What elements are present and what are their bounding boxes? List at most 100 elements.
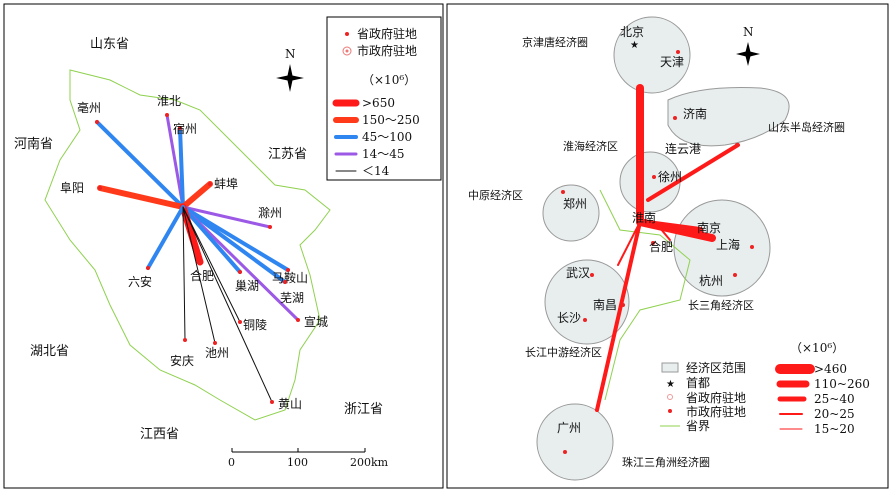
city-marker (283, 280, 287, 284)
city-seat-icon (668, 409, 672, 413)
city-label: 阜阳 (60, 181, 84, 195)
city-label: 芜湖 (280, 290, 304, 305)
city-label: 安庆 (170, 353, 194, 368)
north-label: N (743, 25, 754, 39)
province-label: 河南省 (14, 136, 53, 152)
region-label: 京津唐经济圈 (522, 35, 588, 49)
city-marker (621, 303, 625, 307)
city-label: 宿州 (173, 121, 197, 136)
svg-text:0: 0 (228, 456, 235, 469)
svg-text:200km: 200km (350, 456, 389, 469)
flow-line (181, 205, 287, 284)
city-marker (146, 266, 150, 270)
region-label: 山东半岛经济圈 (768, 120, 845, 134)
flow-line (182, 206, 273, 403)
province-label: 湖北省 (30, 344, 69, 359)
city-label: 广州 (557, 421, 581, 435)
svg-text:首都: 首都 (686, 376, 710, 390)
region-label: 淮海经济区 (563, 139, 618, 153)
region-label: 长江中游经济区 (525, 345, 602, 359)
svg-text:（×10⁶）: （×10⁶） (362, 73, 416, 87)
city-marker (561, 190, 565, 194)
city-marker (286, 268, 290, 272)
flow-line (181, 205, 242, 274)
city-marker (296, 318, 300, 322)
svg-text:省政府驻地: 省政府驻地 (357, 26, 417, 41)
svg-text:（×10⁶）: （×10⁶） (790, 341, 844, 355)
city-label: 铜陵 (243, 317, 267, 332)
city-marker (681, 226, 685, 230)
left-legend: 省政府驻地 市政府驻地 （×10⁶） >650 150～250 45～100 14～4… (326, 16, 442, 181)
city-marker (98, 186, 102, 190)
city-marker (750, 245, 754, 249)
city-marker (238, 270, 242, 274)
city-marker (268, 225, 272, 229)
flow-line (179, 203, 204, 266)
city-marker (590, 273, 594, 277)
right-legend: 经济区范围 ★ 首都 省政府驻地 市政府驻地 省界 （×10⁶） >460110… (660, 341, 870, 436)
svg-text:>460: >460 (814, 362, 847, 376)
svg-text:20~25: 20~25 (814, 407, 855, 421)
city-label: 黄山 (278, 397, 302, 411)
svg-text:25~40: 25~40 (814, 392, 855, 406)
flow-lines-left (95, 113, 300, 403)
anhui-boundary (44, 69, 331, 421)
star-icon: ★ (666, 379, 675, 390)
province-capital-icon (667, 394, 673, 400)
city-seat-icon (342, 46, 352, 56)
svg-text:110~260: 110~260 (814, 377, 870, 391)
city-marker (652, 175, 656, 179)
flow-line (595, 220, 642, 412)
city-marker (563, 450, 567, 454)
city-marker (95, 120, 99, 124)
province-label: 江苏省 (268, 146, 307, 162)
city-label: 宣城 (304, 314, 328, 329)
flow-line (646, 143, 740, 202)
right-panel-frame (446, 3, 889, 489)
flow-line (637, 219, 703, 233)
svg-text:14～45: 14～45 (362, 147, 405, 161)
flow-line (146, 205, 185, 270)
city-label: 亳州 (77, 100, 101, 115)
region-label: 长三角经济区 (688, 298, 754, 312)
svg-text:>650: >650 (362, 96, 395, 110)
city-label: 上海 (716, 237, 740, 252)
city-marker (673, 116, 677, 120)
city-marker (213, 341, 217, 345)
svg-text:省政府驻地: 省政府驻地 (686, 390, 746, 405)
flow-line (180, 181, 213, 210)
svg-text:150～250: 150～250 (362, 113, 420, 127)
region-label: 珠江三角洲经济圈 (622, 455, 710, 469)
svg-text:45～100: 45～100 (362, 130, 412, 144)
city-label: 滁州 (258, 205, 282, 220)
city-marker (183, 338, 187, 342)
city-label: 长沙 (557, 311, 581, 325)
province-boundary (599, 189, 691, 401)
city-label: 池州 (205, 346, 229, 360)
svg-text:市政府驻地: 市政府驻地 (357, 43, 417, 58)
flow-line (178, 126, 185, 209)
flow-line (654, 221, 671, 241)
flow-line (165, 113, 185, 209)
svg-text:省界: 省界 (686, 419, 710, 433)
city-marker (165, 113, 169, 117)
city-marker (583, 318, 587, 322)
city-label: 徐州 (658, 169, 682, 184)
city-label: 合肥 (649, 239, 673, 254)
capital-star-icon: ★ (630, 40, 639, 51)
city-marker (676, 50, 680, 54)
city-label: 六安 (128, 274, 152, 289)
svg-text:市政府驻地: 市政府驻地 (686, 404, 746, 419)
province-capital-icon (345, 32, 349, 36)
city-label: 淮南 (632, 210, 656, 225)
city-label: 巢湖 (235, 278, 259, 293)
city-label: 蚌埠 (214, 177, 238, 191)
flow-line (182, 206, 186, 341)
city-marker (270, 400, 274, 404)
flow-line (95, 120, 185, 209)
north-arrow-icon (736, 42, 760, 66)
province-label: 江西省 (140, 427, 179, 442)
flow-line (181, 205, 272, 229)
flow-line (182, 206, 241, 323)
